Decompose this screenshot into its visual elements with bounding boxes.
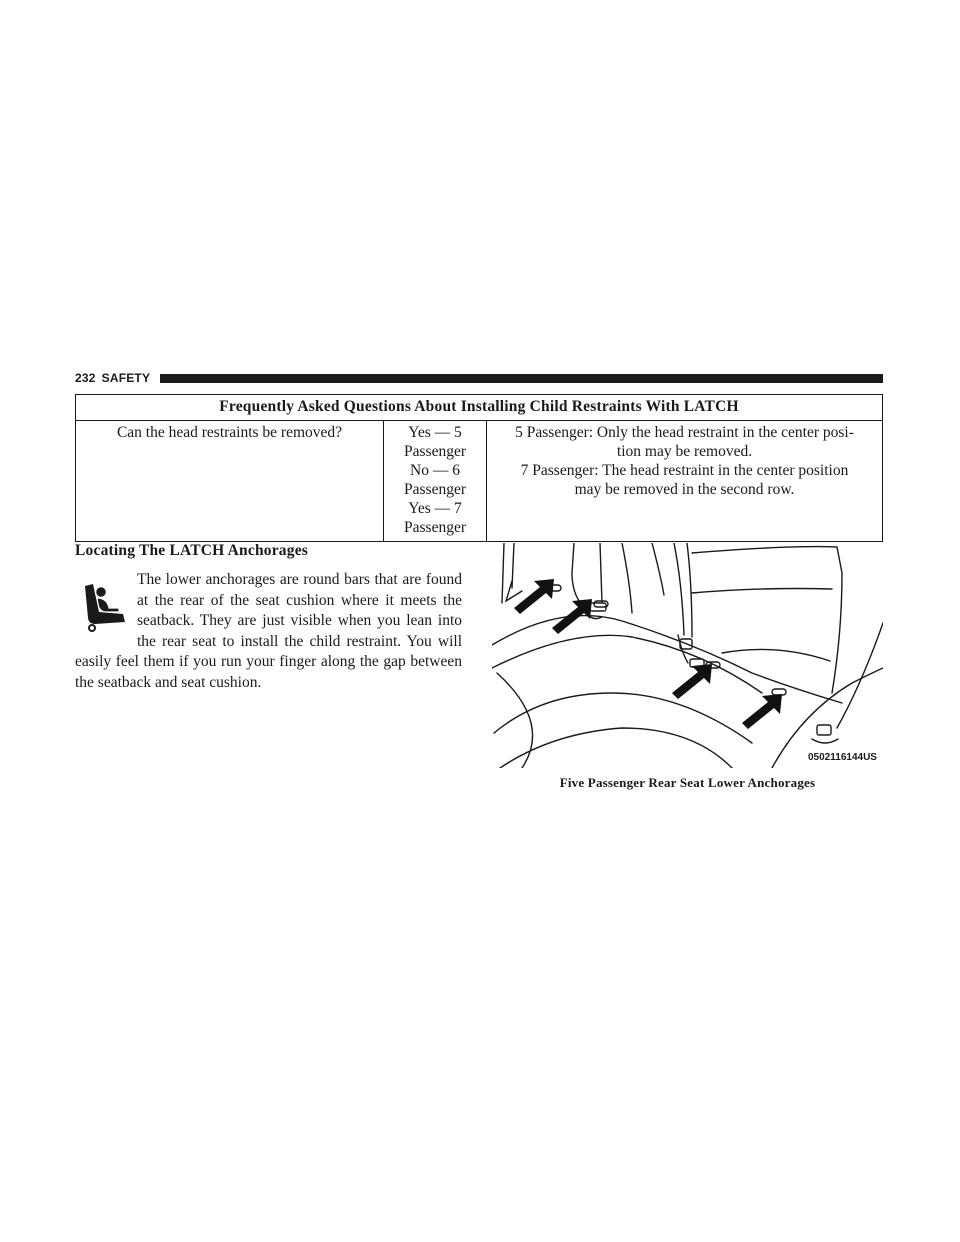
faq-table-title: Frequently Asked Questions About Install… <box>75 394 883 421</box>
answer-line: Passenger <box>404 443 466 460</box>
note-line: 5 Passenger: Only the head restraint in … <box>515 424 854 441</box>
answer-line: Passenger <box>404 481 466 498</box>
header-rule <box>160 373 883 383</box>
note-line: 7 Passenger: The head restraint in the c… <box>520 462 849 479</box>
rear-seat-figure <box>491 542 884 769</box>
figure-id: 0502116144US <box>807 752 878 763</box>
answer-line: No — 6 <box>410 462 460 479</box>
page-number: 232 <box>75 371 96 385</box>
arrow-icon <box>552 599 592 634</box>
note-line: may be removed in the second row. <box>574 481 795 498</box>
answer-line: Yes — 5 <box>408 424 462 441</box>
section-label: SAFETY <box>101 371 151 385</box>
section-heading: Locating The LATCH Anchorages <box>75 542 309 559</box>
table-row: Can the head restraints be removed? Yes … <box>75 420 883 542</box>
child-seat-icon <box>79 578 127 634</box>
arrow-icon <box>742 694 782 729</box>
faq-table: Frequently Asked Questions About Install… <box>75 394 883 542</box>
faq-question: Can the head restraints be removed? <box>75 420 384 542</box>
faq-answer: Yes — 5 Passenger No — 6 Passenger Yes —… <box>383 420 487 542</box>
note-line: tion may be removed. <box>616 443 753 460</box>
answer-line: Passenger <box>404 519 466 536</box>
body-paragraph: The lower anchorages are round bars that… <box>75 570 462 693</box>
arrow-icon <box>672 664 712 699</box>
running-header: 232 SAFETY <box>75 370 883 386</box>
body-text: The lower anchorages are round bars that… <box>75 571 462 691</box>
faq-notes: 5 Passenger: Only the head restraint in … <box>486 420 883 542</box>
arrow-icon <box>514 579 554 614</box>
figure-caption: Five Passenger Rear Seat Lower Anchorage… <box>559 775 816 790</box>
answer-line: Yes — 7 <box>408 500 462 517</box>
